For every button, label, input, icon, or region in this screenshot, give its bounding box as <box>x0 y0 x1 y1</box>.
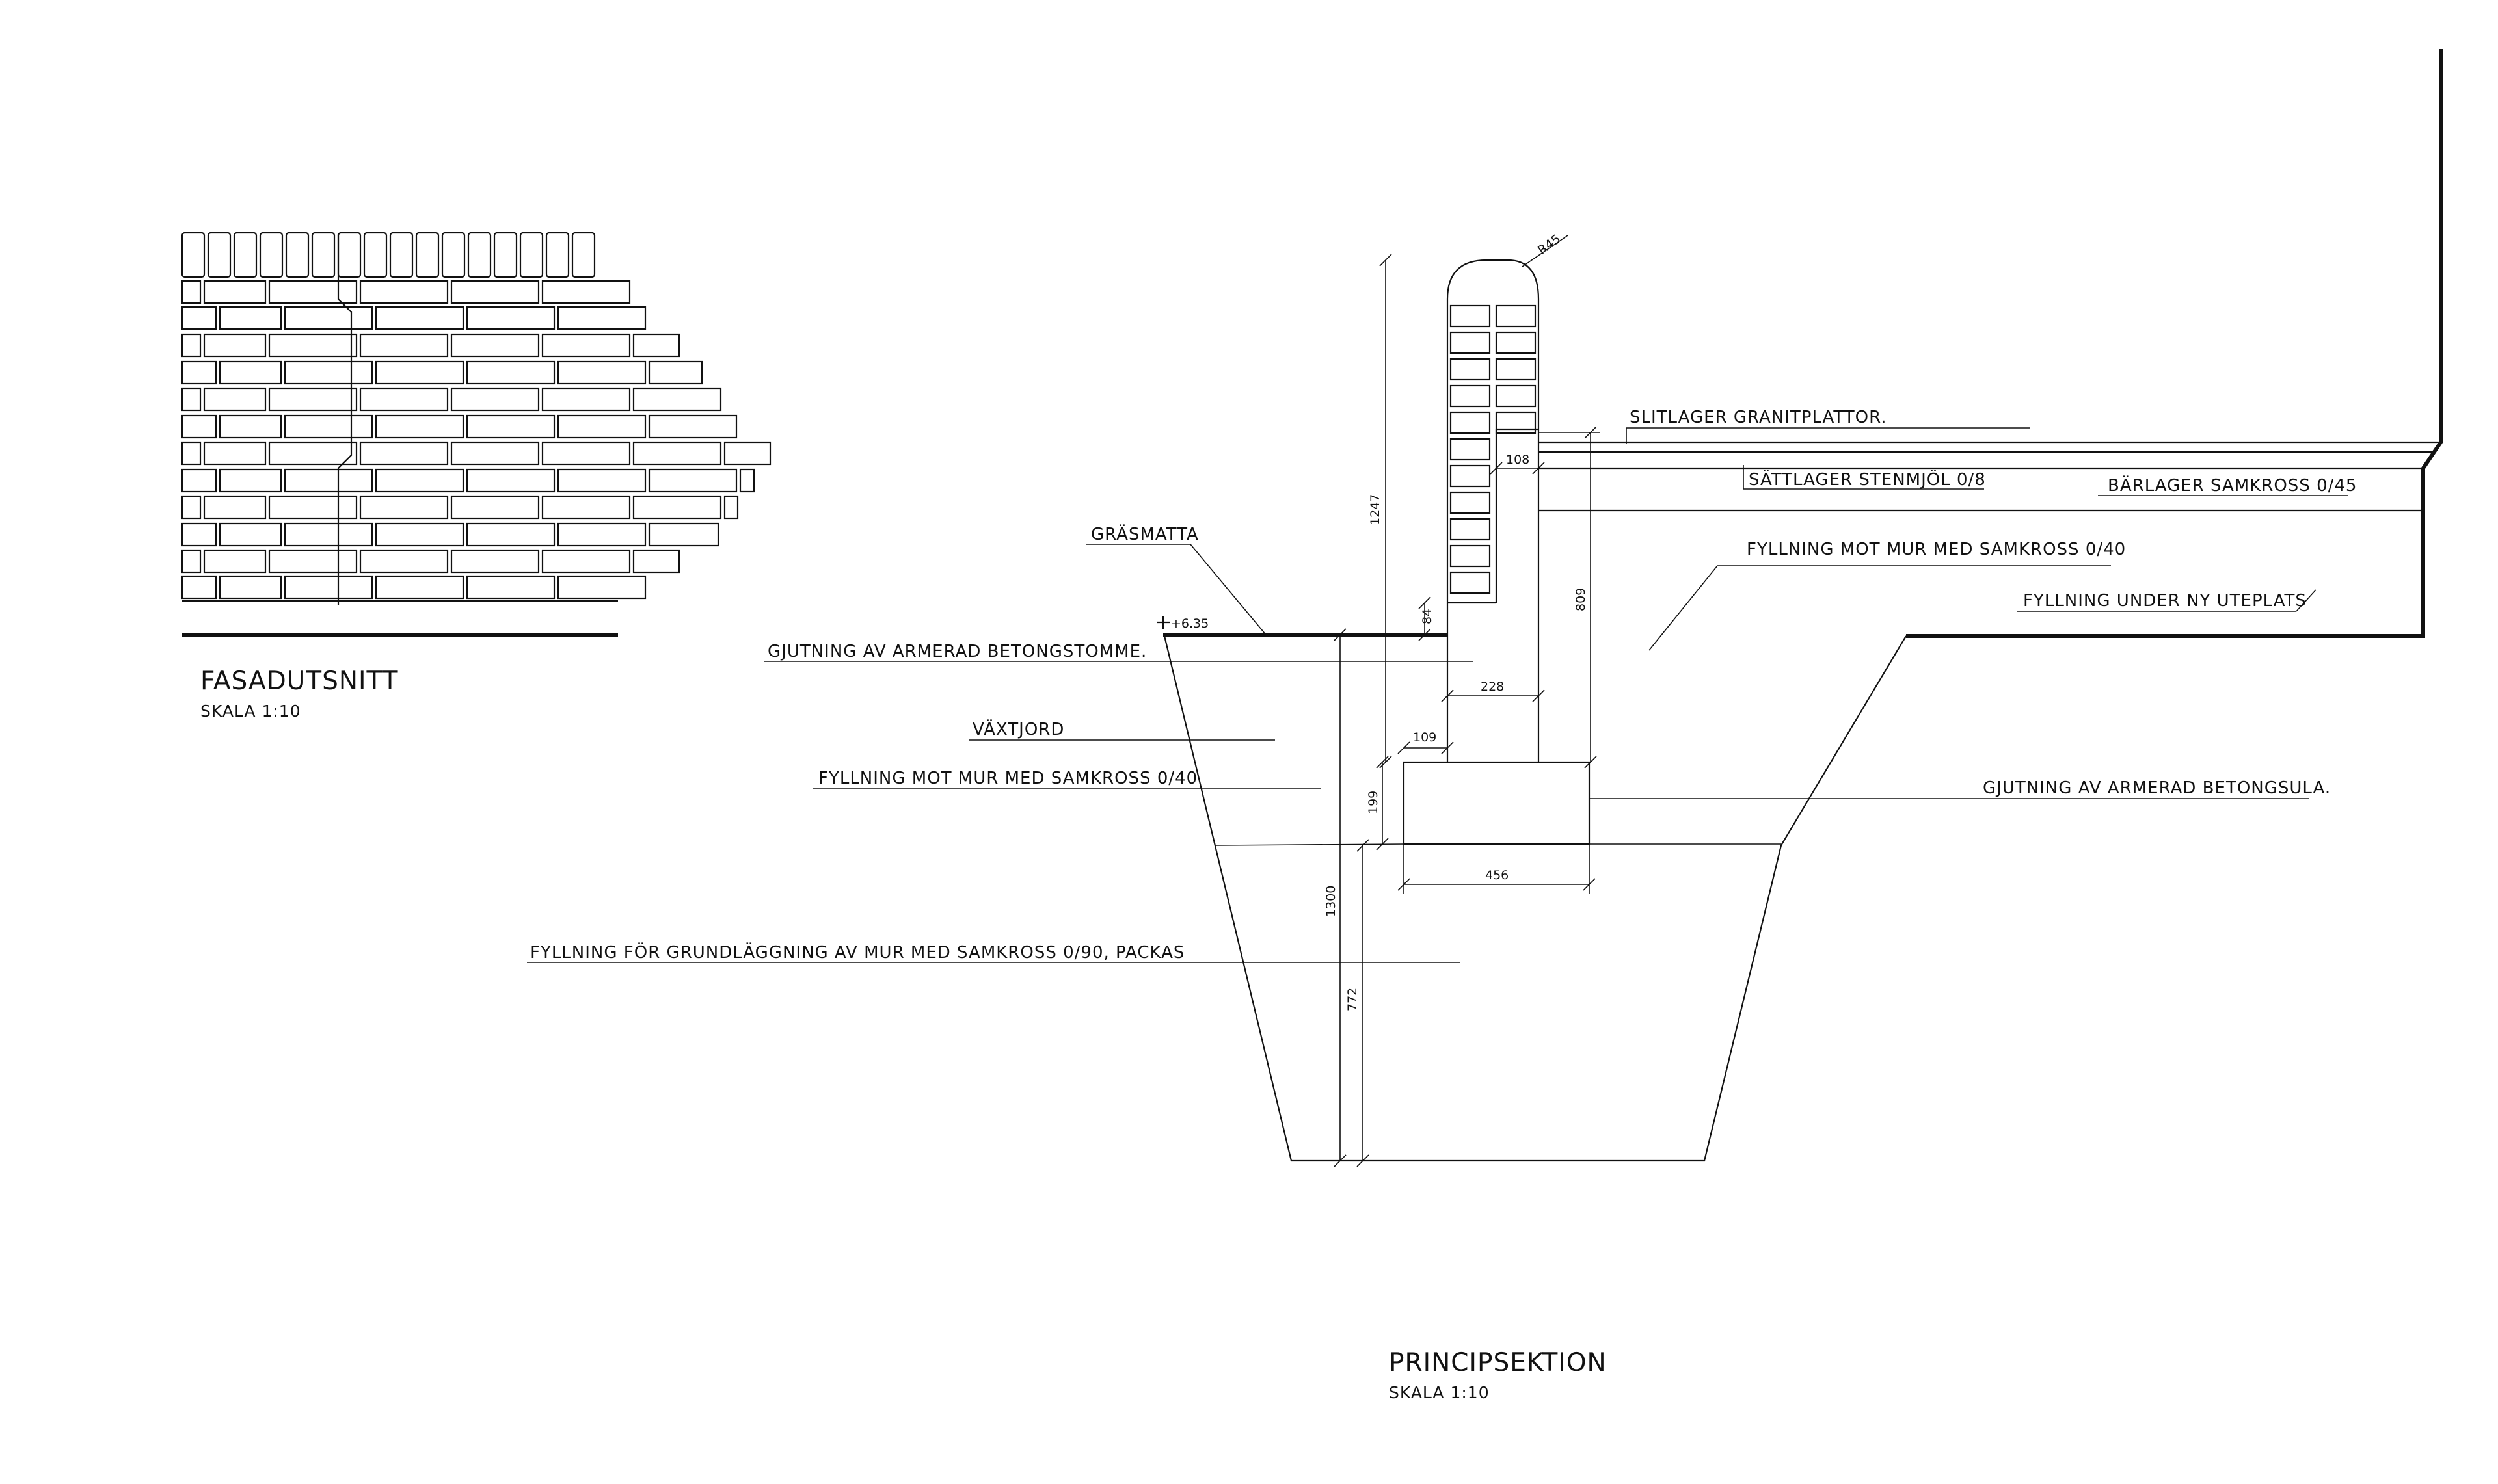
callout-leaders <box>527 427 2348 963</box>
excavation <box>1163 635 1907 1162</box>
dim-108: 108 <box>1506 453 1529 467</box>
dim-228: 228 <box>1481 680 1504 694</box>
dim-84: 84 <box>1420 609 1434 624</box>
coping-radius: R45 <box>1535 232 1563 258</box>
label-gjutning-stomme: GJUTNING AV ARMERAD BETONGSTOMME. <box>768 642 1147 661</box>
radius-leader <box>1522 235 1568 267</box>
label-fyllning-grund: FYLLNING FÖR GRUNDLÄGGNING AV MUR MED SA… <box>530 942 1185 962</box>
dimension-lines <box>1334 254 1600 1167</box>
section-scale: SKALA 1:10 <box>1389 1383 1490 1402</box>
label-vaxtjord: VÄXTJORD <box>973 719 1064 739</box>
level-mark: +6.35 <box>1171 616 1209 631</box>
facade-title: FASADUTSNITT <box>200 667 398 696</box>
dim-772: 772 <box>1345 988 1360 1011</box>
label-gjutning-sula: GJUTNING AV ARMERAD BETONGSULA. <box>1983 778 2331 798</box>
label-slitlager: SLITLAGER GRANITPLATTOR. <box>1630 408 1887 427</box>
label-sattlager: SÄTTLAGER STENMJÖL 0/8 <box>1749 469 1986 490</box>
level-mark-icon <box>1157 616 1170 629</box>
label-fyllning-uteplats: FYLLNING UNDER NY UTEPLATS <box>2023 591 2307 611</box>
terrace-edge <box>1538 49 2443 638</box>
section-title: PRINCIPSEKTION <box>1389 1348 1607 1377</box>
dim-199: 199 <box>1366 791 1380 814</box>
footing <box>1403 761 1591 845</box>
facade-brick-pattern <box>181 232 772 605</box>
brick-wall <box>1446 259 1540 762</box>
dim-1300: 1300 <box>1324 886 1338 917</box>
label-grasmatta: GRÄSMATTA <box>1091 523 1199 544</box>
label-fyllning-left: FYLLNING MOT MUR MED SAMKROSS 0/40 <box>818 769 1198 788</box>
label-fyllning-right: FYLLNING MOT MUR MED SAMKROSS 0/40 <box>1747 540 2126 559</box>
dim-109: 109 <box>1413 730 1436 745</box>
dim-809: 809 <box>1574 588 1588 611</box>
label-barlager: BÄRLAGER SAMKROSS 0/45 <box>2108 475 2357 496</box>
facade-scale: SKALA 1:10 <box>200 702 301 721</box>
dim-wall-height: 1247 <box>1368 494 1382 525</box>
dim-456: 456 <box>1485 868 1509 882</box>
